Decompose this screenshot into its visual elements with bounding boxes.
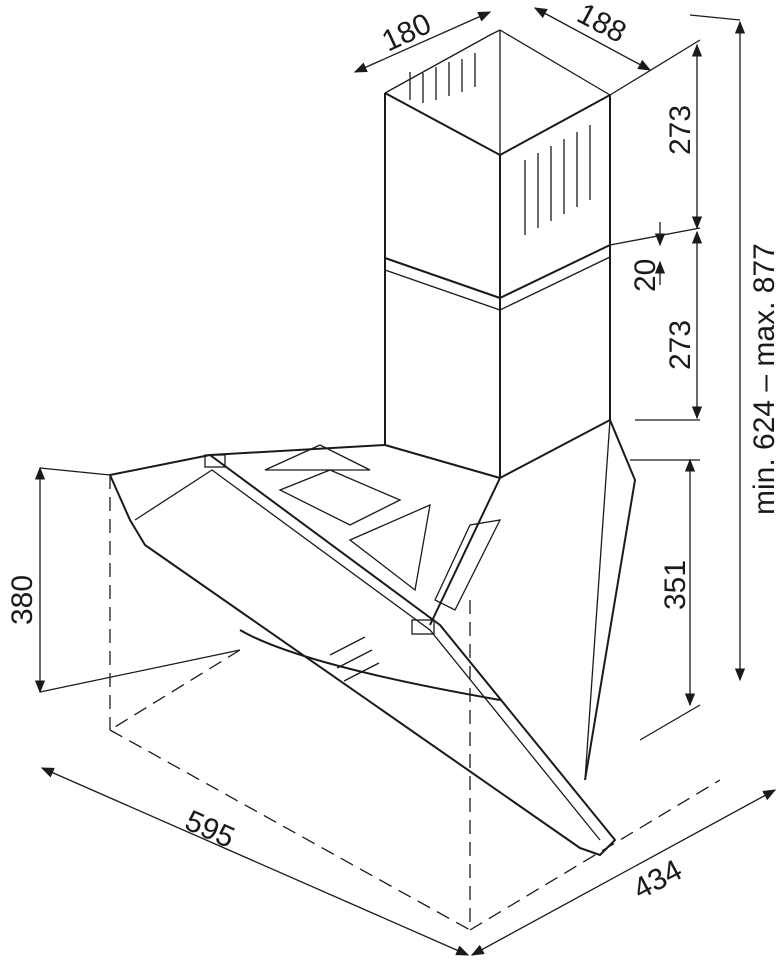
dim-273-lower: 273 xyxy=(664,320,697,370)
hinge xyxy=(411,619,435,635)
dim-20: 20 xyxy=(629,259,662,292)
upper-chimney xyxy=(384,29,611,300)
dim-595: 595 xyxy=(180,804,239,855)
dim-180: 180 xyxy=(377,7,436,58)
canopy xyxy=(209,419,636,781)
dim-total-height: min. 624 – max. 877 xyxy=(748,243,781,515)
dimension-lines xyxy=(34,7,777,956)
hinge xyxy=(204,454,226,468)
dim-273-upper: 273 xyxy=(664,105,697,155)
lower-chimney xyxy=(384,244,611,479)
glass-panel xyxy=(109,454,616,856)
footprint-lines xyxy=(109,475,721,931)
dim-188: 188 xyxy=(572,0,632,50)
dim-434: 434 xyxy=(628,854,688,907)
dim-380: 380 xyxy=(6,575,39,625)
dim-351: 351 xyxy=(659,560,692,610)
